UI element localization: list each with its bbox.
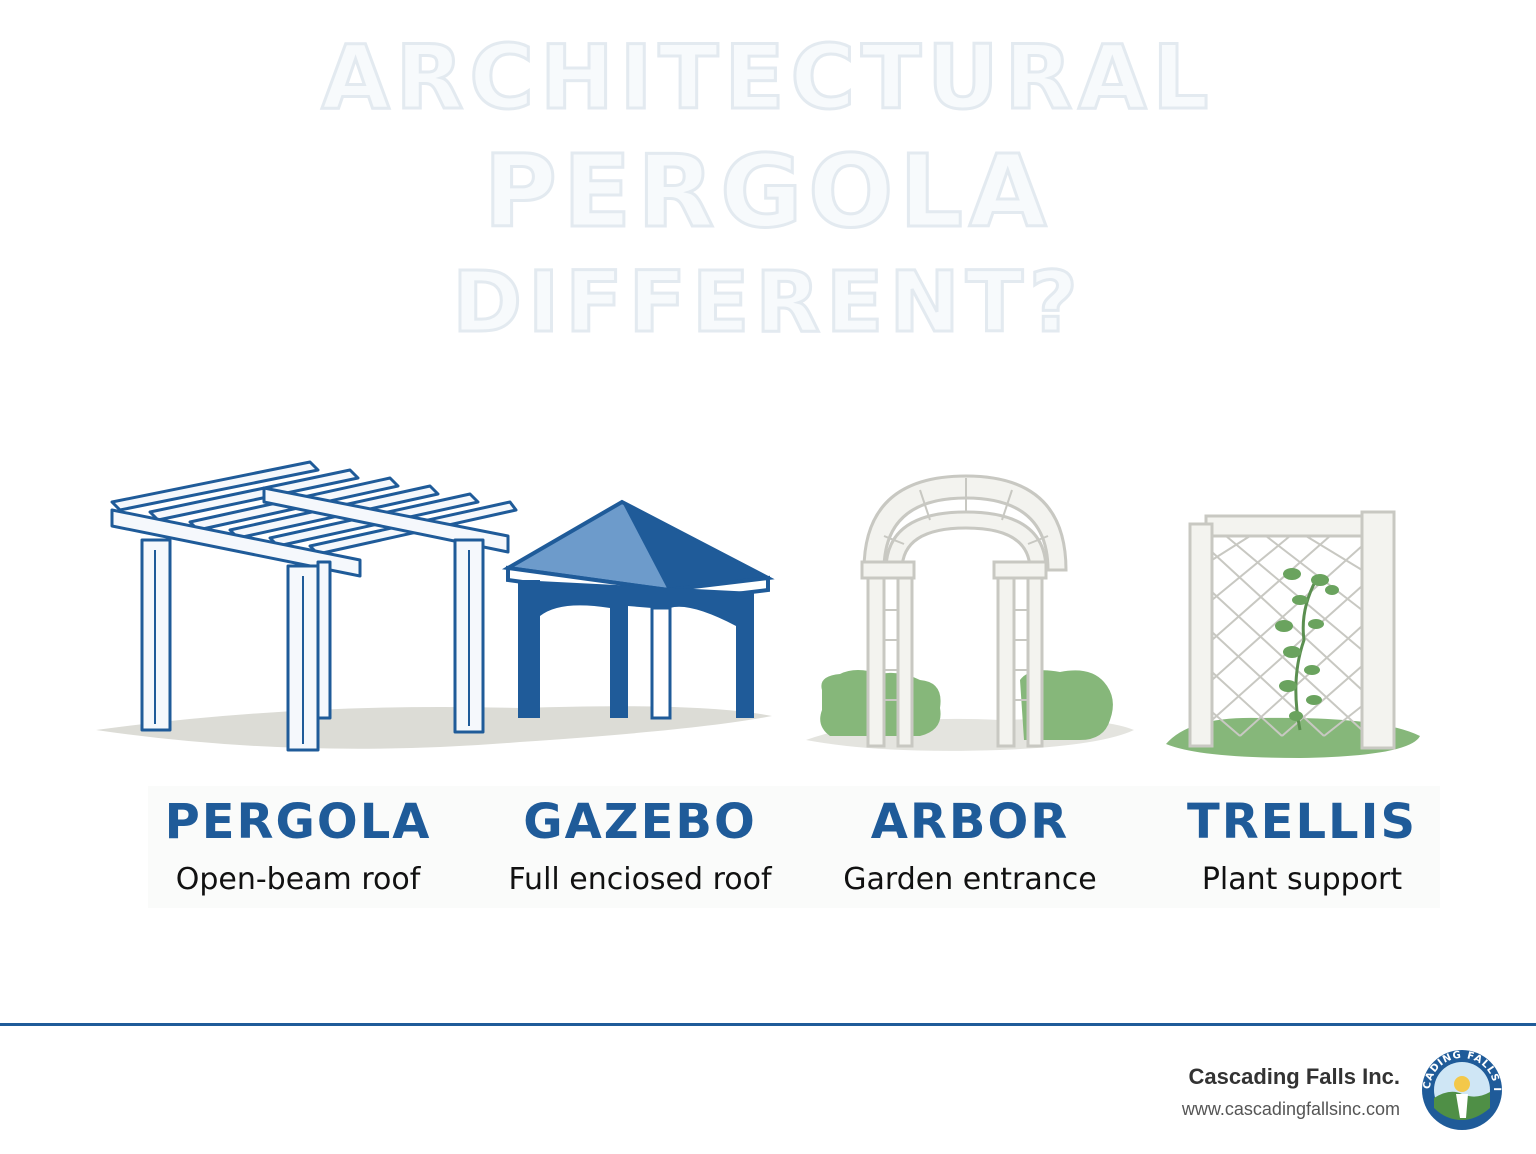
company-name: Cascading Falls Inc. (1188, 1064, 1400, 1089)
company-url[interactable]: www.cascadingfallsinc.com (1181, 1099, 1400, 1119)
arbor-icon (860, 474, 1068, 748)
structure-subtitle: Open-beam roof (175, 862, 421, 897)
label-pergola: PERGOLA Open-beam roof (128, 786, 468, 898)
headline-line-1: ARCHITECTURAL (320, 26, 1215, 129)
label-gazebo: GAZEBO Full enciosed roof (470, 786, 810, 898)
label-trellis: TRELLIS Plant support (1132, 786, 1472, 898)
gazebo-icon (501, 499, 775, 720)
structure-subtitle: Garden entrance (843, 862, 1097, 897)
structure-title: ARBOR (870, 794, 1070, 850)
structure-subtitle: Full enciosed roof (508, 862, 772, 897)
structure-title: PERGOLA (164, 794, 432, 850)
headline-line-3: DIFFERENT? (451, 253, 1084, 351)
structure-subtitle: Plant support (1201, 862, 1403, 897)
climbing-plant (1275, 568, 1339, 731)
structure-title: TRELLIS (1186, 794, 1418, 850)
company-logo-icon: CASCADING FALLS INC. (1420, 1048, 1502, 1130)
ground-shadow (96, 706, 772, 749)
label-arbor: ARBOR Garden entrance (800, 786, 1140, 898)
footer-divider (0, 1023, 1536, 1026)
structures-illustrations (0, 440, 1536, 780)
pergola-icon (110, 460, 518, 752)
headline-line-2: PERGOLA (482, 133, 1053, 250)
labels-panel: PERGOLA Open-beam roof GAZEBO Full encio… (148, 786, 1440, 908)
trellis-icon (1188, 510, 1396, 750)
structure-title: GAZEBO (523, 794, 757, 850)
